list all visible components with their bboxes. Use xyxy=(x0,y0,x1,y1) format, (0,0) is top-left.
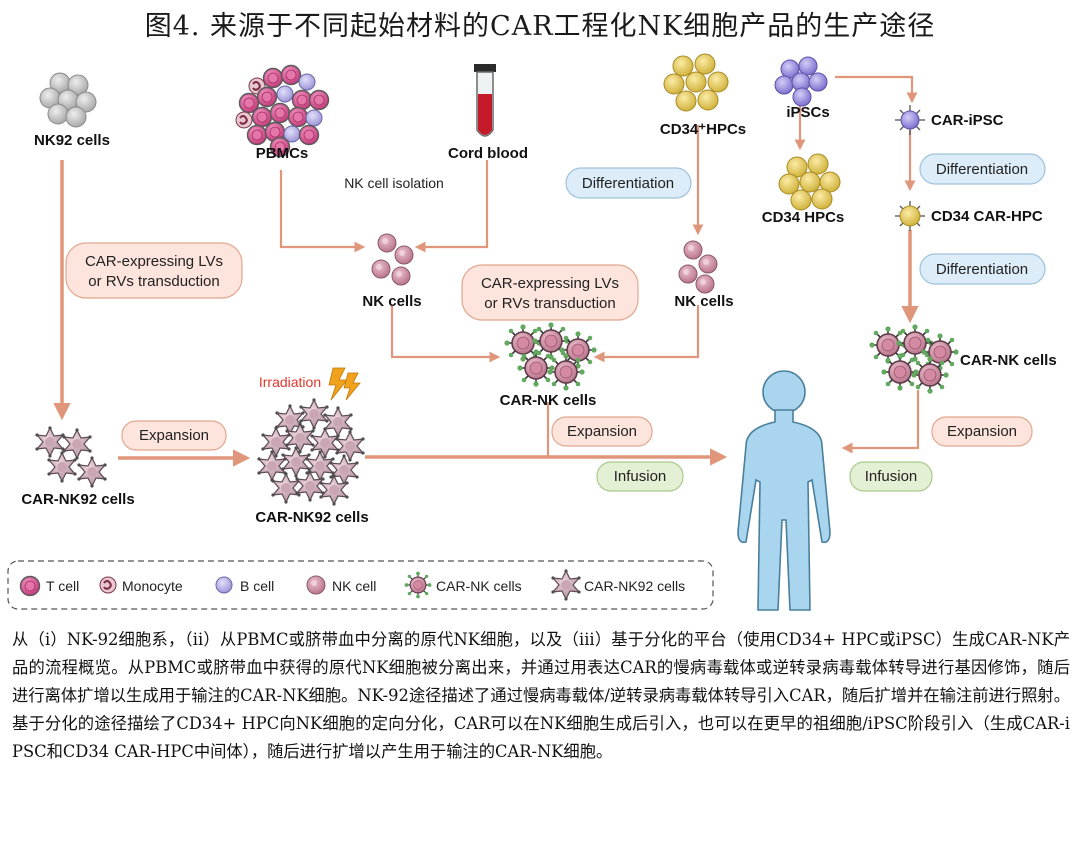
svg-text:Expansion: Expansion xyxy=(947,423,1017,440)
nk-cells-right-cluster xyxy=(678,240,718,294)
ipscs-label: iPSCs xyxy=(786,104,829,121)
infusion-pill-right: Infusion xyxy=(849,461,933,492)
cd34-car-hpc-label: CD34 CAR-HPC xyxy=(931,208,1043,225)
cd34p-hpcs-cluster xyxy=(663,53,729,112)
svg-text:CAR-expressing LVs: CAR-expressing LVs xyxy=(481,275,619,292)
flow-arrows xyxy=(53,75,920,467)
differentiation-pill-1: Differentiation xyxy=(565,167,692,199)
car-nk92-cells-left-cluster xyxy=(34,425,108,489)
figure-caption: 从（i）NK-92细胞系，（ii）从PBMC或脐带血中分离的原代NK细胞，以及（… xyxy=(12,630,1070,761)
expansion-pill-center: Expansion xyxy=(551,416,653,447)
svg-text:CAR-expressing LVs: CAR-expressing LVs xyxy=(85,253,223,270)
nk92-cells-cluster xyxy=(39,72,97,128)
human-body-icon xyxy=(737,370,831,611)
car-nk-cells-center-label: CAR-NK cells xyxy=(500,392,597,409)
differentiation-pill-3: Differentiation xyxy=(919,253,1046,285)
svg-text:Differentiation: Differentiation xyxy=(936,161,1028,178)
svg-text:Infusion: Infusion xyxy=(865,468,918,485)
lightning-icon xyxy=(328,367,361,401)
svg-text:or RVs transduction: or RVs transduction xyxy=(484,295,615,312)
nk-cells-left-label: NK cells xyxy=(362,293,421,310)
nk-cell-isolation-label: NK cell isolation xyxy=(344,175,444,191)
legend: T cell Monocyte B cell NK cell CAR-NK ce… xyxy=(7,560,714,610)
expansion-pill-left: Expansion xyxy=(121,420,227,451)
transduction-pill-left: CAR-expressing LVs or RVs transduction xyxy=(65,242,243,299)
cord-blood-tube xyxy=(474,64,496,137)
svg-text:or RVs transduction: or RVs transduction xyxy=(88,273,219,290)
expansion-pill-right: Expansion xyxy=(931,416,1033,447)
cd34-hpcs-label: CD34 HPCs xyxy=(762,209,845,226)
car-nk92-cells-center-label: CAR-NK92 cells xyxy=(255,509,368,526)
svg-text:Infusion: Infusion xyxy=(614,468,667,485)
legend-t-cell: T cell xyxy=(46,578,79,594)
nk92-cells-label: NK92 cells xyxy=(34,132,110,149)
car-nk92-cells-expanded-cluster xyxy=(256,397,366,507)
car-nk-cells-center-cluster xyxy=(503,321,598,392)
svg-text:Expansion: Expansion xyxy=(139,427,209,444)
nk-cells-left-cluster xyxy=(371,233,414,286)
cd34-hpcs-cluster xyxy=(778,153,841,211)
legend-nk-cell: NK cell xyxy=(332,578,376,594)
legend-car-nk92-cells: CAR-NK92 cells xyxy=(584,578,685,594)
car-nk-production-diagram: NK92 cells PBMCs Cord blood NK cell isol… xyxy=(7,53,1057,611)
irradiation-label: Irradiation xyxy=(259,374,321,390)
car-nk-cells-right-cluster xyxy=(868,323,960,395)
nk-cells-right-label: NK cells xyxy=(674,293,733,310)
legend-b-cell: B cell xyxy=(240,578,274,594)
pbmcs-cluster xyxy=(235,64,330,158)
cd34-car-hpc-cell xyxy=(895,201,925,231)
legend-monocyte: Monocyte xyxy=(122,578,183,594)
car-ipsc-label: CAR-iPSC xyxy=(931,112,1004,129)
legend-car-nk-cells: CAR-NK cells xyxy=(436,578,522,594)
page-title: 图4. 来源于不同起始材料的CAR工程化NK细胞产品的生产途径 xyxy=(144,11,936,42)
cd34p-hpcs-label: CD34⁺HPCs xyxy=(660,121,746,138)
svg-text:Differentiation: Differentiation xyxy=(582,175,674,192)
transduction-pill-center: CAR-expressing LVs or RVs transduction xyxy=(461,264,639,321)
car-ipsc-cell xyxy=(895,105,925,135)
svg-text:Expansion: Expansion xyxy=(567,423,637,440)
pbmcs-label: PBMCs xyxy=(256,145,309,162)
cord-blood-label: Cord blood xyxy=(448,145,528,162)
infusion-pill-center: Infusion xyxy=(596,461,684,492)
car-nk-cells-right-label: CAR-NK cells xyxy=(960,352,1057,369)
car-nk92-cells-left-label: CAR-NK92 cells xyxy=(21,491,134,508)
svg-text:Differentiation: Differentiation xyxy=(936,261,1028,278)
differentiation-pill-2: Differentiation xyxy=(919,153,1046,185)
ipscs-cluster xyxy=(774,56,828,107)
